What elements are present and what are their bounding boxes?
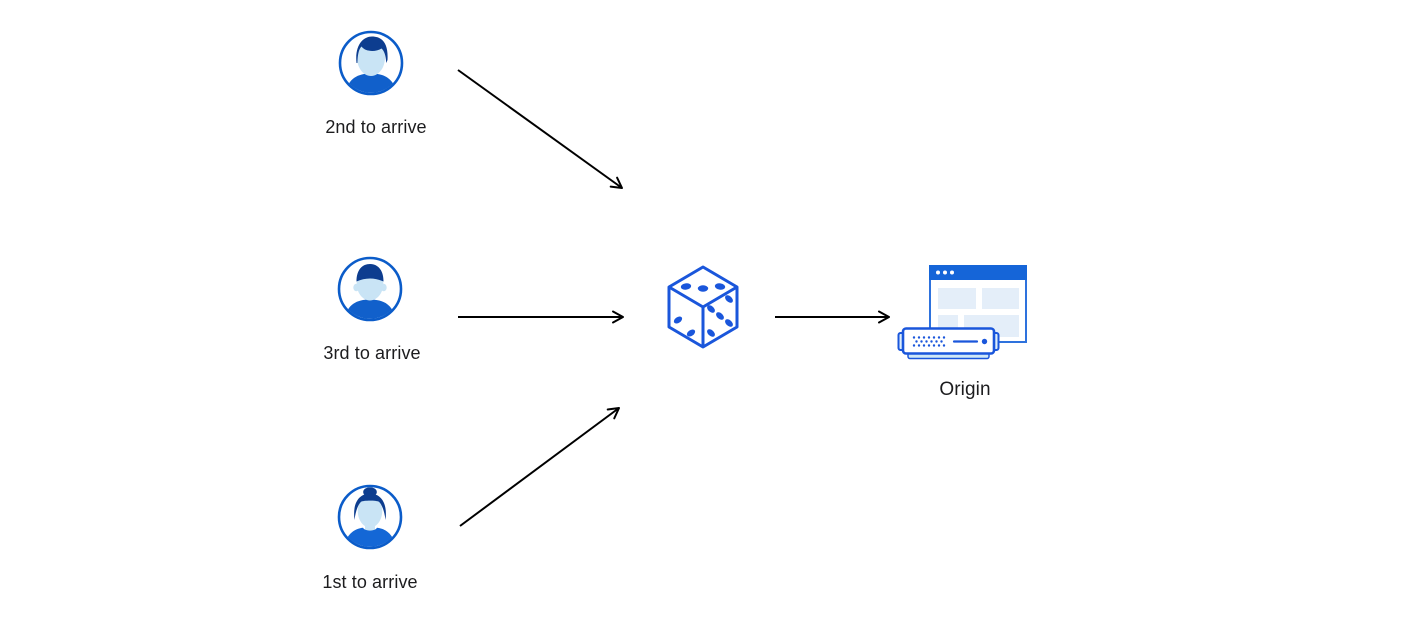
man-avatar-icon (338, 30, 404, 96)
woman-avatar-icon (337, 484, 403, 550)
origin-node (897, 262, 1030, 360)
server-icon (897, 327, 1000, 360)
visitor-label: 1st to arrive (322, 572, 418, 592)
visitor-node-3rd (337, 256, 403, 322)
man-avatar-icon (337, 256, 403, 322)
visitor-label: 3rd to arrive (323, 343, 421, 363)
visitor-node-2nd (338, 30, 404, 96)
dice-node (663, 263, 743, 351)
visitor-node-1st (337, 484, 403, 550)
dice-icon (667, 265, 739, 349)
origin-label: Origin (939, 379, 991, 400)
arrow-1st-to-dice (459, 407, 620, 527)
origin-server-icon (897, 265, 1027, 360)
arrow-2nd-to-dice (457, 69, 623, 189)
visitor-label: 2nd to arrive (325, 117, 427, 137)
